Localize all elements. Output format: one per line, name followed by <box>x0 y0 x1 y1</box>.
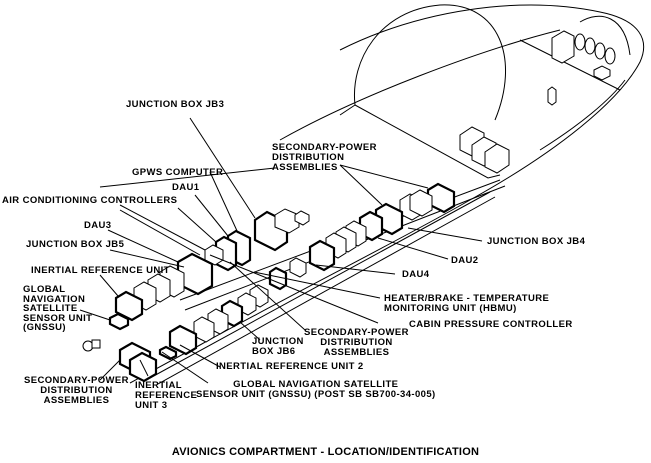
label-air-conditioning-controllers: AIR CONDITIONING CONTROLLERS <box>2 195 178 206</box>
label-inertial-reference-unit-2: INERTIAL REFERENCE UNIT 2 <box>216 361 364 372</box>
label-gnssu-left: GLOBAL NAVIGATION SATELLITE SENSOR UNIT … <box>23 284 93 334</box>
label-gpws-computer: GPWS COMPUTER <box>132 167 224 178</box>
label-junction-box-jb6: JUNCTION BOX JB6 <box>252 336 304 357</box>
label-dau4: DAU4 <box>402 269 430 280</box>
label-junction-box-jb4: JUNCTION BOX JB4 <box>487 236 586 247</box>
lower-rack <box>82 284 269 383</box>
label-inertial-reference-unit-3: INERTIAL REFERENCE UNIT 3 <box>135 380 198 411</box>
label-inertial-reference-unit: INERTIAL REFERENCE UNIT <box>31 265 170 276</box>
label-junction-box-jb5: JUNCTION BOX JB5 <box>26 239 125 250</box>
label-dau3: DAU3 <box>84 220 112 231</box>
label-hbmu: HEATER/BRAKE - TEMPERATURE MONITORING UN… <box>384 293 550 314</box>
figure-title: AVIONICS COMPARTMENT - LOCATION/IDENTIFI… <box>171 446 480 458</box>
label-secondary-power-distribution-top: SECONDARY-POWER DISTRIBUTION ASSEMBLIES <box>272 142 377 173</box>
label-cabin-pressure-controller: CABIN PRESSURE CONTROLLER <box>409 319 573 330</box>
label-dau2: DAU2 <box>451 255 479 266</box>
label-dau1: DAU1 <box>172 182 200 193</box>
leader-lines <box>79 117 483 384</box>
label-gnssu-post-sb: GLOBAL NAVIGATION SATELLITE SENSOR UNIT … <box>196 379 436 400</box>
forward-equipment <box>459 30 616 174</box>
label-secondary-power-distribution-bottom-right: SECONDARY-POWER DISTRIBUTION ASSEMBLIES <box>304 327 409 358</box>
label-junction-box-jb3: JUNCTION BOX JB3 <box>126 99 225 110</box>
label-secondary-power-distribution-bottom-left: SECONDARY-POWER DISTRIBUTION ASSEMBLIES <box>24 375 129 406</box>
upper-left-rack <box>108 208 310 331</box>
